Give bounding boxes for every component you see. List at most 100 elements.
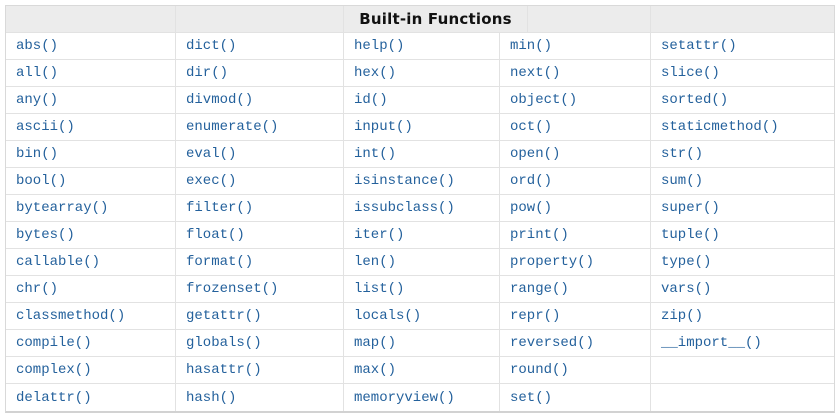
function-cell: any(): [6, 87, 176, 114]
function-link[interactable]: float(): [186, 227, 245, 243]
function-link[interactable]: repr(): [510, 308, 561, 324]
function-link[interactable]: bytes(): [16, 227, 75, 243]
function-cell: issubclass(): [344, 195, 500, 222]
function-link[interactable]: eval(): [186, 146, 237, 162]
function-link[interactable]: max(): [354, 362, 397, 378]
function-link[interactable]: staticmethod(): [661, 119, 779, 135]
function-link[interactable]: callable(): [16, 254, 101, 270]
function-cell: __import__(): [651, 330, 834, 357]
function-link[interactable]: int(): [354, 146, 397, 162]
function-link[interactable]: all(): [16, 65, 59, 81]
function-link[interactable]: input(): [354, 119, 413, 135]
function-link[interactable]: len(): [354, 254, 397, 270]
empty-cell: [651, 384, 834, 411]
function-link[interactable]: complex(): [16, 362, 92, 378]
function-cell: delattr(): [6, 384, 176, 411]
function-link[interactable]: reversed(): [510, 335, 595, 351]
function-cell: vars(): [651, 276, 834, 303]
function-cell: list(): [344, 276, 500, 303]
function-cell: round(): [500, 357, 651, 384]
function-link[interactable]: classmethod(): [16, 308, 126, 324]
function-link[interactable]: range(): [510, 281, 569, 297]
function-cell: filter(): [176, 195, 344, 222]
function-link[interactable]: oct(): [510, 119, 553, 135]
function-link[interactable]: __import__(): [661, 335, 762, 351]
function-link[interactable]: memoryview(): [354, 389, 455, 406]
function-link[interactable]: open(): [510, 146, 561, 162]
function-link[interactable]: iter(): [354, 227, 405, 243]
function-cell: divmod(): [176, 87, 344, 114]
function-cell: oct(): [500, 114, 651, 141]
function-link[interactable]: help(): [354, 38, 405, 54]
table-body: abs() dict() help() min() setattr() all() dir(…: [6, 33, 834, 411]
function-link[interactable]: any(): [16, 92, 59, 108]
function-link[interactable]: frozenset(): [186, 281, 279, 297]
function-link[interactable]: min(): [510, 38, 553, 54]
function-cell: abs(): [6, 33, 176, 60]
function-cell: exec(): [176, 168, 344, 195]
function-link[interactable]: bool(): [16, 173, 67, 189]
header-cell-empty-1: [6, 6, 176, 33]
table-title: Built-in Functions: [344, 6, 528, 33]
function-link[interactable]: hasattr(): [186, 362, 262, 378]
function-link[interactable]: hash(): [186, 389, 237, 406]
function-link[interactable]: bytearray(): [16, 200, 109, 216]
function-cell: ascii(): [6, 114, 176, 141]
function-link[interactable]: vars(): [661, 281, 712, 297]
function-link[interactable]: sorted(): [661, 92, 729, 108]
function-link[interactable]: dir(): [186, 65, 229, 81]
function-cell: type(): [651, 249, 834, 276]
function-link[interactable]: pow(): [510, 200, 553, 216]
function-link[interactable]: sum(): [661, 173, 704, 189]
function-link[interactable]: super(): [661, 200, 720, 216]
function-cell: help(): [344, 33, 500, 60]
function-link[interactable]: exec(): [186, 173, 237, 189]
function-link[interactable]: ord(): [510, 173, 553, 189]
function-link[interactable]: format(): [186, 254, 254, 270]
function-link[interactable]: issubclass(): [354, 200, 455, 216]
function-link[interactable]: next(): [510, 65, 561, 81]
function-cell: len(): [344, 249, 500, 276]
function-link[interactable]: set(): [510, 389, 553, 406]
function-cell: enumerate(): [176, 114, 344, 141]
function-link[interactable]: ascii(): [16, 119, 75, 135]
function-link[interactable]: map(): [354, 335, 397, 351]
function-cell: reversed(): [500, 330, 651, 357]
function-link[interactable]: property(): [510, 254, 595, 270]
function-cell: zip(): [651, 303, 834, 330]
function-link[interactable]: delattr(): [16, 389, 92, 406]
function-link[interactable]: type(): [661, 254, 712, 270]
function-cell: range(): [500, 276, 651, 303]
function-link[interactable]: zip(): [661, 308, 704, 324]
function-link[interactable]: hex(): [354, 65, 397, 81]
function-link[interactable]: object(): [510, 92, 578, 108]
function-cell: chr(): [6, 276, 176, 303]
empty-cell: [651, 357, 834, 384]
function-link[interactable]: bin(): [16, 146, 59, 162]
function-link[interactable]: filter(): [186, 200, 254, 216]
function-link[interactable]: divmod(): [186, 92, 254, 108]
function-link[interactable]: round(): [510, 362, 569, 378]
function-link[interactable]: locals(): [354, 308, 422, 324]
function-link[interactable]: slice(): [661, 65, 720, 81]
function-cell: pow(): [500, 195, 651, 222]
function-link[interactable]: dict(): [186, 38, 237, 54]
function-link[interactable]: enumerate(): [186, 119, 279, 135]
function-link[interactable]: str(): [661, 146, 704, 162]
function-link[interactable]: list(): [354, 281, 405, 297]
function-link[interactable]: compile(): [16, 335, 92, 351]
function-link[interactable]: chr(): [16, 281, 59, 297]
function-link[interactable]: isinstance(): [354, 173, 455, 189]
function-link[interactable]: setattr(): [661, 38, 737, 54]
function-link[interactable]: print(): [510, 227, 569, 243]
function-cell: tuple(): [651, 222, 834, 249]
header-cell-empty-2: [176, 6, 344, 33]
function-link[interactable]: id(): [354, 92, 388, 108]
function-link[interactable]: abs(): [16, 38, 59, 54]
function-link[interactable]: getattr(): [186, 308, 262, 324]
function-cell: slice(): [651, 60, 834, 87]
function-cell: next(): [500, 60, 651, 87]
function-link[interactable]: tuple(): [661, 227, 720, 243]
function-link[interactable]: globals(): [186, 335, 262, 351]
function-cell: iter(): [344, 222, 500, 249]
